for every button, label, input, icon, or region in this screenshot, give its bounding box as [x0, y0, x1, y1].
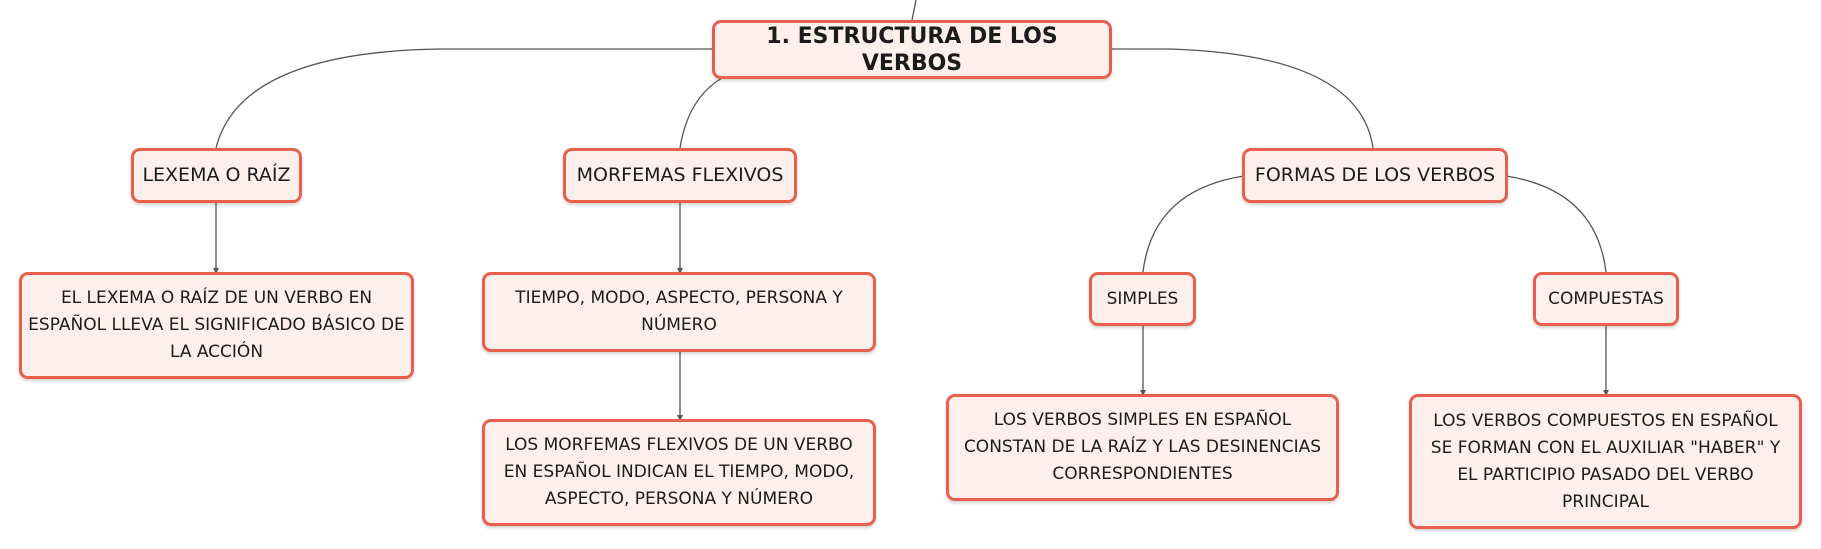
node-lexema-o-raiz[interactable]: LEXEMA O RAÍZ: [131, 148, 302, 203]
node-compuestas-label: COMPUESTAS: [1548, 288, 1664, 309]
node-compuestas-description[interactable]: LOS VERBOS COMPUESTOS EN ESPAÑOL SE FORM…: [1409, 394, 1802, 529]
node-morfemas-description-label: LOS MORFEMAS FLEXIVOS DE UN VERBO EN ESP…: [503, 435, 855, 509]
node-formas-de-los-verbos-label: FORMAS DE LOS VERBOS: [1254, 164, 1496, 186]
node-tiempo-modo-label: TIEMPO, MODO, ASPECTO, PERSONA Y NÚMERO: [515, 288, 843, 335]
edge-parent-to-root: [911, 0, 917, 21]
node-lexema-description[interactable]: EL LEXEMA O RAÍZ DE UN VERBO EN ESPAÑOL …: [19, 272, 414, 379]
edge-formas-to-simples: [1142, 175, 1245, 273]
node-simples[interactable]: SIMPLES: [1089, 272, 1196, 326]
edge-root-to-morfemas: [679, 77, 723, 149]
root-node-label: 1. ESTRUCTURA DE LOS VERBOS: [766, 23, 1058, 76]
node-formas-de-los-verbos[interactable]: FORMAS DE LOS VERBOS: [1242, 148, 1508, 203]
node-morfemas-flexivos-label: MORFEMAS FLEXIVOS: [576, 164, 784, 186]
node-lexema-description-label: EL LEXEMA O RAÍZ DE UN VERBO EN ESPAÑOL …: [28, 288, 405, 362]
node-simples-description-label: LOS VERBOS SIMPLES EN ESPAÑOL CONSTAN DE…: [963, 410, 1322, 484]
root-node[interactable]: 1. ESTRUCTURA DE LOS VERBOS: [712, 20, 1112, 79]
node-lexema-o-raiz-label: LEXEMA O RAÍZ: [142, 164, 291, 186]
node-simples-label: SIMPLES: [1106, 288, 1179, 309]
node-compuestas[interactable]: COMPUESTAS: [1533, 272, 1679, 326]
edge-formas-to-compuestas: [1505, 175, 1607, 273]
node-simples-description[interactable]: LOS VERBOS SIMPLES EN ESPAÑOL CONSTAN DE…: [946, 394, 1339, 501]
node-compuestas-description-label: LOS VERBOS COMPUESTOS EN ESPAÑOL SE FORM…: [1430, 410, 1781, 512]
edge-root-to-lexema: [215, 48, 712, 149]
node-morfemas-flexivos[interactable]: MORFEMAS FLEXIVOS: [563, 148, 797, 203]
node-morfemas-description[interactable]: LOS MORFEMAS FLEXIVOS DE UN VERBO EN ESP…: [482, 419, 876, 526]
node-tiempo-modo[interactable]: TIEMPO, MODO, ASPECTO, PERSONA Y NÚMERO: [482, 272, 876, 352]
edge-root-to-formas: [1110, 48, 1374, 149]
